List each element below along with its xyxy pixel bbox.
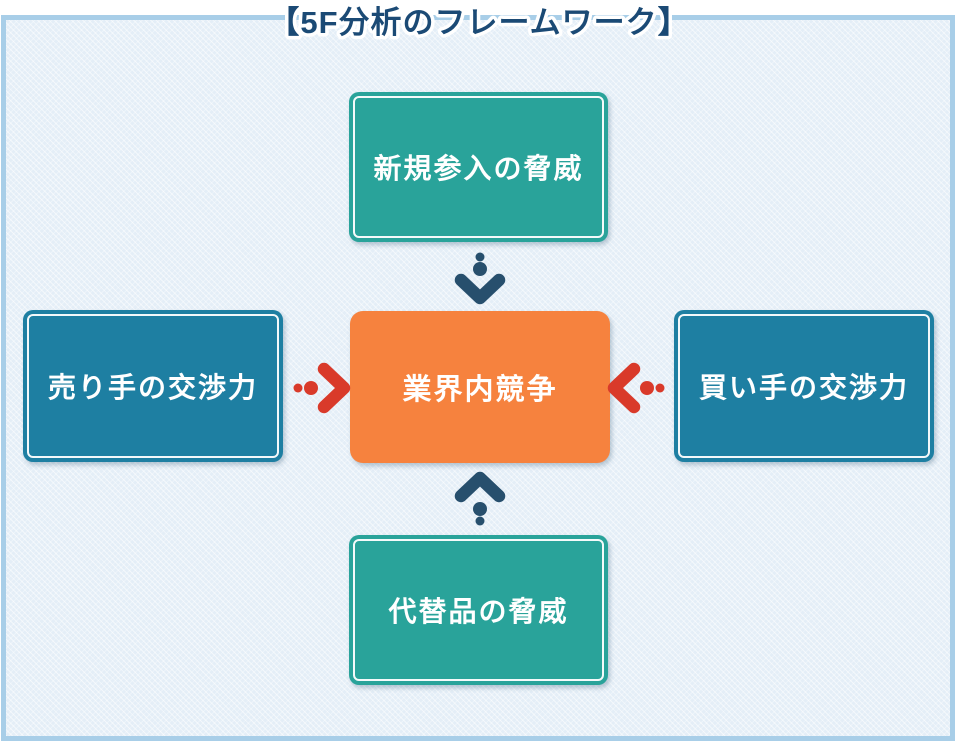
box-industry-rivalry: 業界内競争	[350, 311, 610, 463]
box-label: 新規参入の脅威	[373, 153, 584, 184]
arrow-right-icon	[293, 362, 351, 414]
box-label: 売り手の交渉力	[47, 372, 258, 403]
box-supplier-bargaining-power: 売り手の交渉力	[23, 310, 283, 462]
box-threat-of-new-entrants: 新規参入の脅威	[349, 92, 608, 242]
page-title: 【5F分析のフレームワーク】	[268, 5, 689, 40]
box-buyer-bargaining-power: 買い手の交渉力	[674, 310, 934, 462]
box-label: 代替品の脅威	[388, 596, 569, 627]
arrow-up-icon	[454, 471, 506, 526]
diagram-title: 【5F分析のフレームワーク】	[265, 2, 692, 44]
box-threat-of-substitutes: 代替品の脅威	[349, 535, 608, 685]
box-label: 買い手の交渉力	[698, 372, 909, 403]
arrow-down-icon	[454, 252, 506, 305]
box-label: 業界内競争	[402, 374, 558, 406]
arrow-left-icon	[607, 362, 665, 414]
